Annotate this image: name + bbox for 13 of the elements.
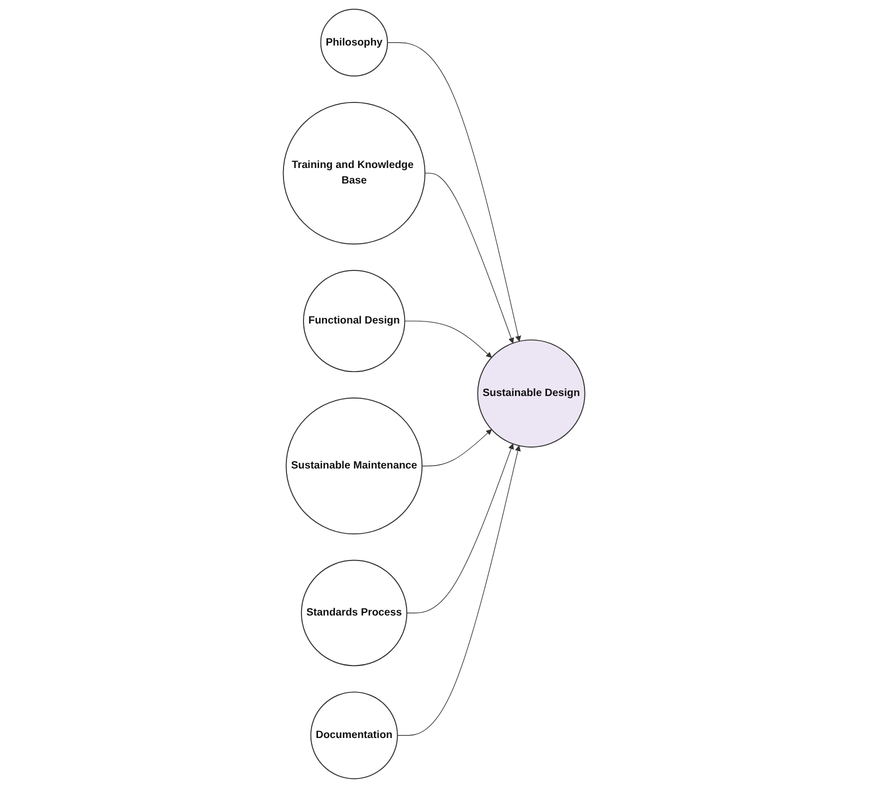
arrow [425,172,514,343]
node-circle: Functional Design [303,269,406,372]
arrow [422,428,492,466]
node-circle: Training and Knowledge Base [283,101,426,244]
node-circle: Philosophy [320,8,388,76]
arrow [398,444,522,736]
node-circle: Sustainable Maintenance [286,397,423,534]
arrow [404,320,492,358]
arrow [406,443,514,613]
arrow [388,42,522,342]
node-circle: Standards Process [301,559,408,666]
node-circle: Sustainable Design [478,338,586,448]
node-circle: Documentation [310,691,398,779]
